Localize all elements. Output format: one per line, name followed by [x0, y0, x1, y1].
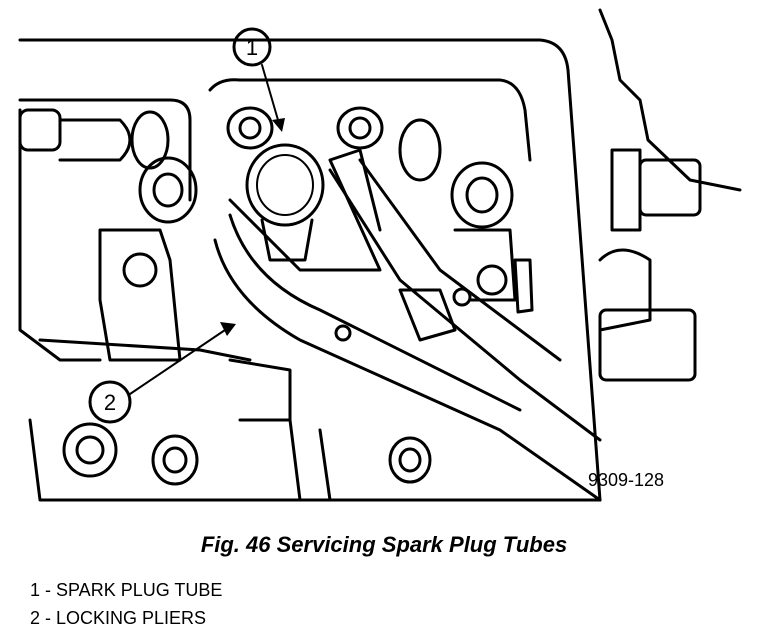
engine-illustration: 1 2 — [18, 8, 742, 502]
callout-2: 2 — [104, 390, 116, 415]
figure-code: 9309-128 — [588, 470, 665, 490]
legend-item-2: 2 - LOCKING PLIERS — [30, 608, 207, 628]
legend-item-1: 1 - SPARK PLUG TUBE — [30, 580, 223, 600]
callout-1: 1 — [246, 35, 258, 60]
figure-caption: Fig. 46 Servicing Spark Plug Tubes — [200, 532, 568, 557]
figure-legend: 1 - SPARK PLUG TUBE 2 - LOCKING PLIERS — [30, 576, 222, 632]
